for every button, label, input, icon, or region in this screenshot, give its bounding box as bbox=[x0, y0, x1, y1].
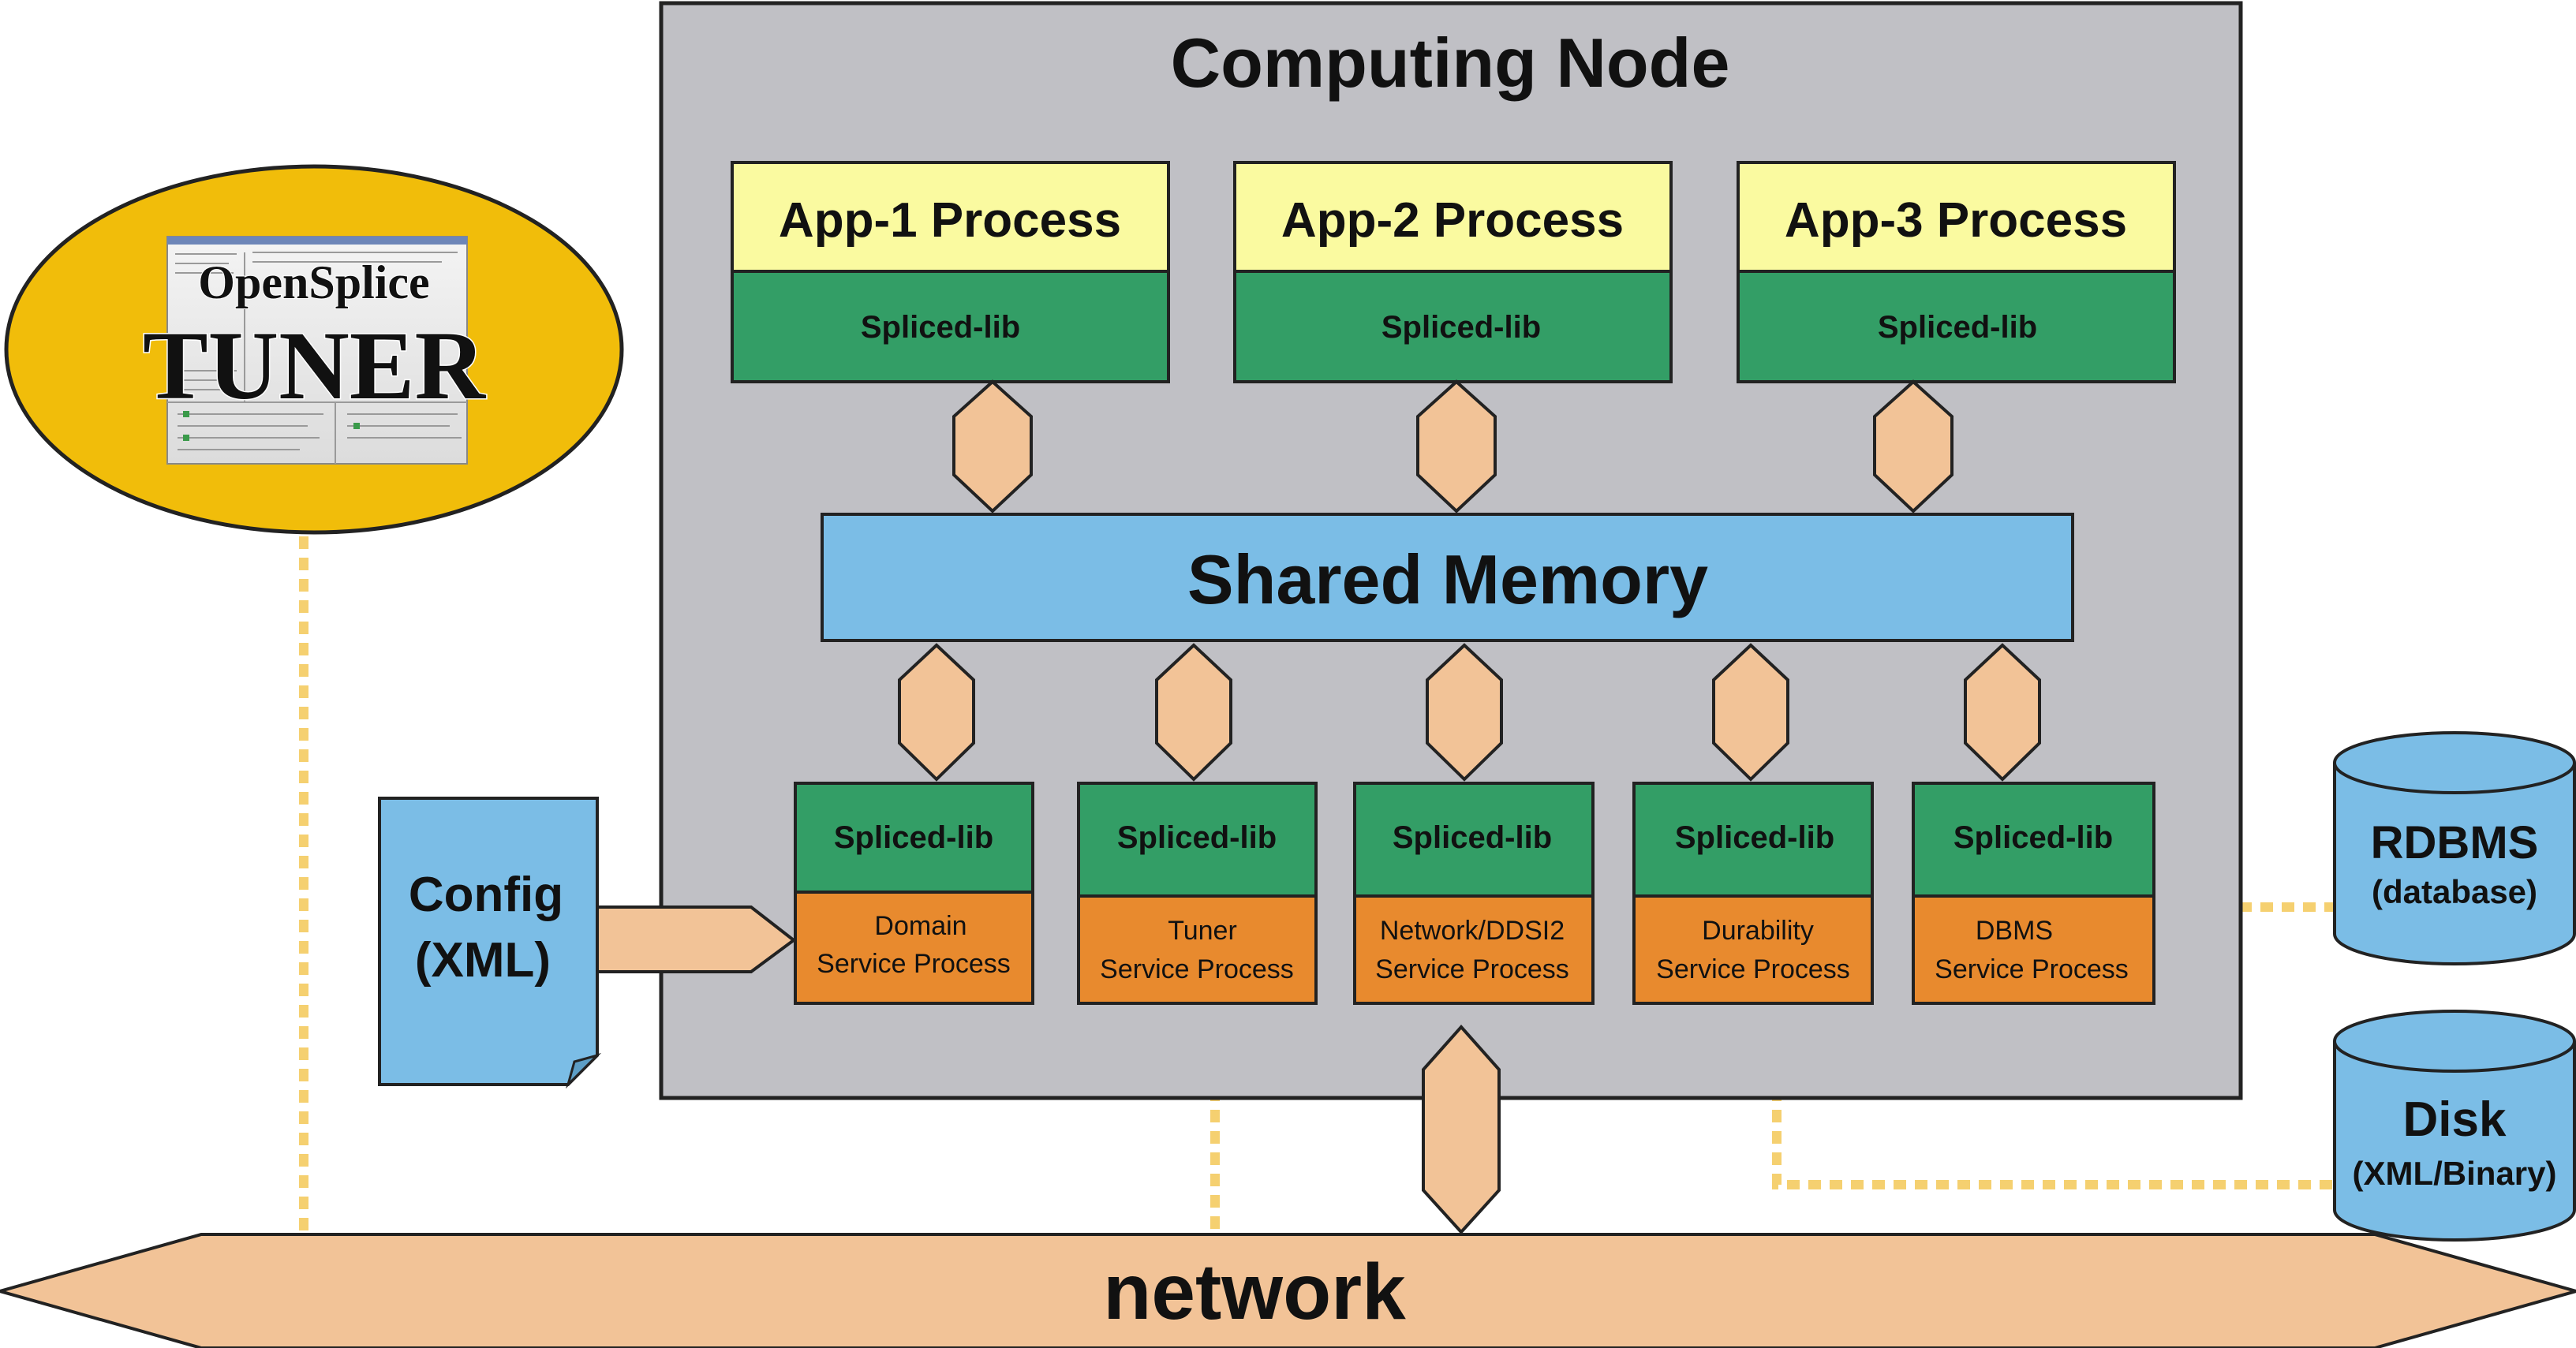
app-2-memory-connector bbox=[1416, 379, 1497, 513]
rdbms-database: RDBMS (database) bbox=[2333, 731, 2576, 965]
app-connectors bbox=[952, 379, 1953, 513]
config-document: Config (XML) bbox=[378, 797, 602, 1089]
spliced-lib-label: Spliced-lib bbox=[1675, 820, 1834, 855]
app-3-memory-connector bbox=[1873, 379, 1953, 513]
app-process-1: App-1 Process Spliced-lib bbox=[731, 161, 1170, 383]
service-type: Service Process bbox=[1375, 954, 1569, 984]
service-name: Durability bbox=[1702, 916, 1814, 946]
config-label: Config bbox=[409, 868, 563, 922]
network-label: network bbox=[1103, 1248, 1406, 1336]
service-type: Service Process bbox=[1935, 954, 2129, 984]
service-name: Domain bbox=[874, 911, 966, 941]
tuner-brand: OpenSplice bbox=[198, 256, 429, 308]
app-process-2: App-2 Process Spliced-lib bbox=[1233, 161, 1673, 383]
service-domain: Spliced-lib Domain Service Process bbox=[794, 782, 1034, 1005]
network-memory-connector bbox=[1426, 643, 1503, 782]
spliced-lib-label: Spliced-lib bbox=[834, 820, 993, 855]
rdbms-sublabel: (database) bbox=[2372, 873, 2537, 910]
disk-sublabel: (XML/Binary) bbox=[2352, 1155, 2556, 1192]
dbms-memory-connector bbox=[1964, 643, 2041, 782]
service-name: DBMS bbox=[1976, 916, 2053, 946]
computing-node-title: Computing Node bbox=[1171, 24, 1730, 102]
network-service-connector bbox=[1422, 1024, 1501, 1234]
spliced-lib-label: Spliced-lib bbox=[1381, 310, 1541, 345]
app-process-label: App-2 Process bbox=[1281, 193, 1624, 248]
disk-label: Disk bbox=[2403, 1092, 2507, 1147]
app-process-label: App-3 Process bbox=[1785, 193, 2127, 248]
service-connectors bbox=[898, 643, 2041, 782]
spliced-lib-label: Spliced-lib bbox=[1953, 820, 2113, 855]
service-dbms: Spliced-lib DBMS Service Process bbox=[1912, 782, 2155, 1005]
app-1-memory-connector bbox=[952, 379, 1033, 513]
spliced-lib-label: Spliced-lib bbox=[1393, 820, 1552, 855]
tuner-tool: OpenSplice TUNER bbox=[4, 164, 624, 535]
tuner-product: TUNER bbox=[143, 312, 487, 420]
service-name: Tuner bbox=[1168, 916, 1237, 946]
service-type: Service Process bbox=[817, 949, 1011, 979]
service-type: Service Process bbox=[1100, 954, 1294, 984]
service-durability: Spliced-lib Durability Service Process bbox=[1632, 782, 1874, 1005]
rdbms-label: RDBMS bbox=[2371, 817, 2539, 868]
app-process-3: App-3 Process Spliced-lib bbox=[1737, 161, 2176, 383]
spliced-lib-label: Spliced-lib bbox=[861, 310, 1020, 345]
service-network: Spliced-lib Network/DDSI2 Service Proces… bbox=[1353, 782, 1595, 1005]
spliced-lib-label: Spliced-lib bbox=[1117, 820, 1277, 855]
durability-disk-link bbox=[1772, 1003, 2335, 1189]
durability-memory-connector bbox=[1712, 643, 1789, 782]
service-tuner: Spliced-lib Tuner Service Process bbox=[1077, 782, 1318, 1005]
tuner-memory-connector bbox=[1155, 643, 1232, 782]
service-name: Network/DDSI2 bbox=[1380, 916, 1565, 946]
spliced-lib-label: Spliced-lib bbox=[1878, 310, 2037, 345]
config-format: (XML) bbox=[415, 933, 551, 988]
shared-memory-label: Shared Memory bbox=[1187, 540, 1708, 618]
tuner-screenshot-icon bbox=[166, 236, 468, 465]
service-type: Service Process bbox=[1656, 954, 1850, 984]
shared-memory: Shared Memory bbox=[821, 513, 2074, 642]
disk-storage: Disk (XML/Binary) bbox=[2333, 1010, 2576, 1242]
domain-memory-connector bbox=[898, 643, 975, 782]
config-domain-arrow bbox=[596, 906, 797, 973]
network-bar: network bbox=[0, 1233, 2576, 1348]
app-process-label: App-1 Process bbox=[779, 193, 1121, 248]
